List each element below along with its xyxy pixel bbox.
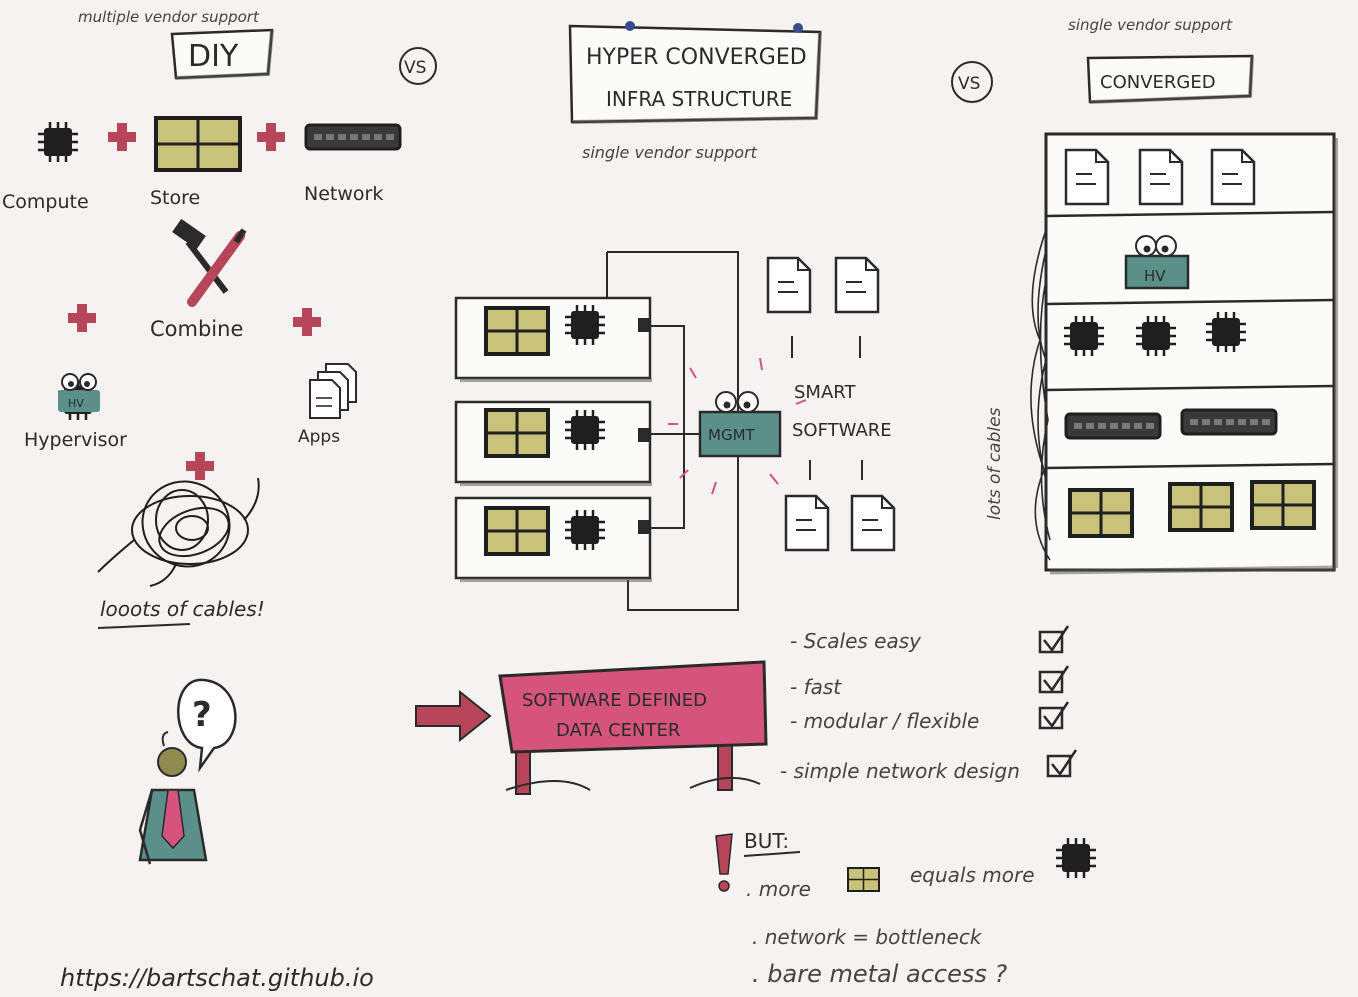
store-label: Store [150,187,200,209]
storage-icon [847,867,880,892]
smart-software-line1: SMART [794,382,856,403]
plus-icon [257,123,285,151]
but-equals-text: equals more [910,863,1035,887]
workload-doc-icon [784,494,830,552]
diy-support-text: multiple vendor support [78,8,260,26]
network-switch-icon [304,123,402,151]
hci-title-line1: HYPER CONVERGED [586,45,807,70]
converged-cables-note: lots of cables [985,407,1005,520]
hci-title-line2: INFRA STRUCTURE [606,87,792,111]
hci-node-1 [454,296,652,382]
compute-chip-icon [36,120,80,164]
arrow-icon [415,689,492,743]
hypervisor-badge: HV [68,397,84,410]
cable-tangle-icon [97,477,260,587]
network-label: Network [304,183,383,205]
converged-title-box: CONVERGED [1086,54,1254,104]
checkbox-icon [1038,625,1078,778]
but-label: BUT: [744,829,789,853]
hci-support-text: single vendor support [582,143,758,162]
benefit-item: - Scales easy [790,629,922,653]
but-more-text: . more [746,877,811,901]
sddc-sign: SOFTWARE DEFINED DATA CENTER [498,660,768,795]
converged-hv-icon: HV [1124,235,1190,290]
svg-text:?: ? [192,695,212,735]
combine-label: Combine [150,317,243,341]
benefit-item: - modular / flexible [790,709,979,733]
mgmt-creature-icon: MGMT [668,357,807,495]
warning-exclamation-icon [715,833,733,892]
vs-circle-right: VS [951,61,993,103]
mgmt-badge: MGMT [708,426,756,444]
converged-title: CONVERGED [1100,72,1216,93]
compute-label: Compute [2,191,89,213]
hypervisor-icon: HV [56,373,100,422]
benefit-item: - fast [790,675,842,699]
hci-network-cable [606,251,739,611]
but-baremetal-text: . bare metal access ? [752,960,1008,988]
vs-label-left: VS [404,58,426,78]
plus-icon [68,304,96,332]
workload-doc-icon [850,494,896,552]
plus-icon [186,452,214,480]
workload-doc-icon [766,256,812,314]
vs-circle-left: VS [399,47,437,85]
hci-title-sign: HYPER CONVERGED INFRA STRUCTURE [568,21,822,124]
sddc-title-line2: DATA CENTER [556,720,680,741]
sddc-title-line1: SOFTWARE DEFINED [522,690,707,711]
sddc-benefits-list: - Scales easy - fast - modular / flexibl… [780,629,1020,783]
but-network-text: . network = bottleneck [752,925,983,949]
cables-note: looots of cables! [100,597,265,621]
person-question-icon: ? [138,678,237,865]
benefit-item: - simple network design [780,759,1020,783]
diy-title: DIY [188,39,239,74]
workload-doc-icon [834,256,880,314]
hci-node-3 [454,496,652,582]
plus-icon [293,308,321,336]
chip-icon [1054,836,1098,880]
converged-support-text: single vendor support [1068,16,1233,34]
apps-icon [309,363,357,419]
converged-rack: HV [1030,132,1338,575]
footer-url: https://bartschat.github.io [60,964,374,992]
smart-software-line2: SOFTWARE [792,420,892,441]
plus-icon [108,123,136,151]
hypervisor-label: Hypervisor [24,429,127,451]
apps-label: Apps [298,427,340,447]
storage-icon [154,116,242,172]
converged-hv-badge: HV [1144,267,1166,285]
vs-label-right: VS [958,74,980,94]
tools-icon [172,218,247,307]
hci-node-2 [454,400,652,486]
diy-title-box: DIY [170,28,274,80]
